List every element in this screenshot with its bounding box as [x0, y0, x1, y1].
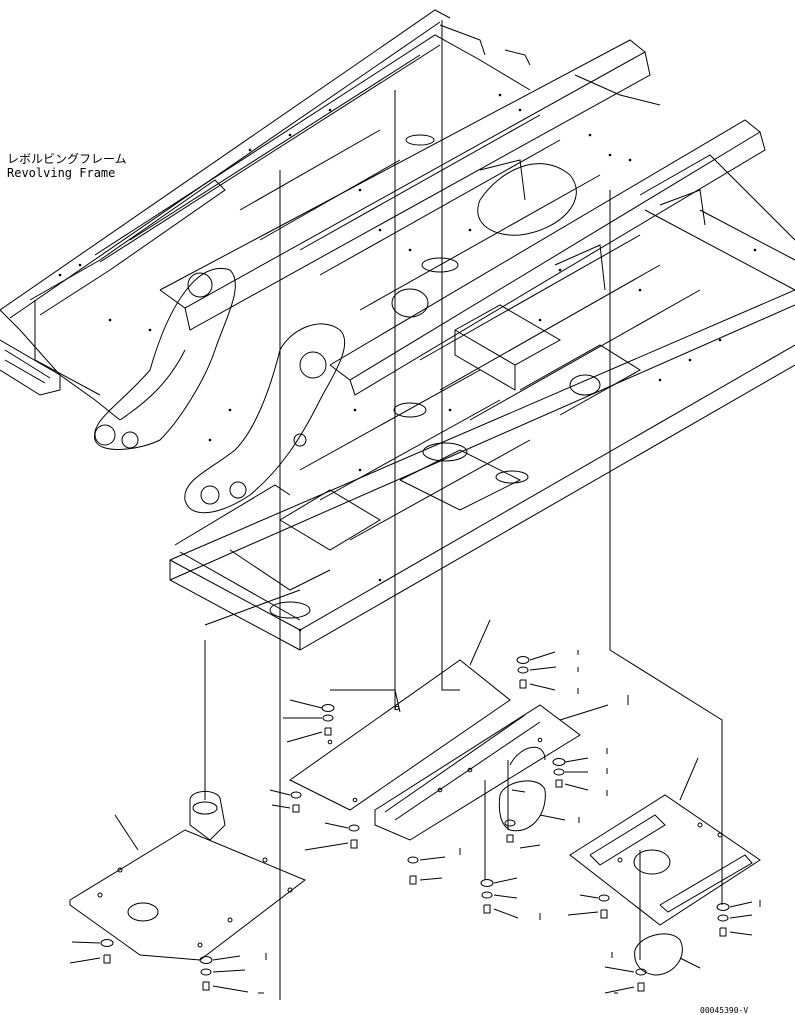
frame-title-english: Revolving Frame [7, 166, 116, 180]
leader-lines [205, 20, 722, 1000]
round-cover-2 [635, 934, 683, 975]
cover-plate-c [70, 830, 305, 960]
cover-plate-b [375, 705, 580, 840]
cover-plate-a [290, 660, 510, 810]
round-cover-1 [499, 781, 545, 831]
cover-plate-d [570, 795, 760, 925]
bolt-washer-set [101, 657, 729, 992]
cap-cylinder [190, 791, 225, 840]
frame-title-japanese: レボルビングフレーム [7, 152, 127, 166]
figure-id: 00045390-V [700, 1006, 749, 1015]
tick-marks [258, 650, 760, 993]
callout-leaders [70, 620, 752, 993]
revolving-frame [0, 10, 795, 650]
